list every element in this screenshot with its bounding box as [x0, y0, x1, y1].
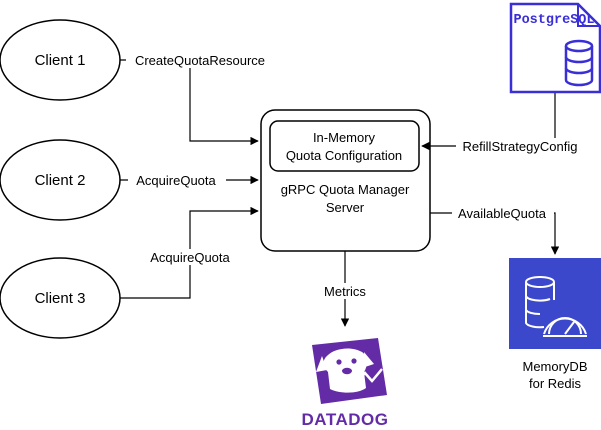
available-quota-label: AvailableQuota — [458, 206, 547, 221]
quota-configuration-label: Quota Configuration — [286, 148, 402, 163]
metrics-label: Metrics — [324, 284, 366, 299]
memorydb-label-line1: MemoryDB — [522, 359, 587, 374]
datadog-node: DATADOG — [302, 338, 389, 429]
postgresql-label: PostgreSQL — [513, 13, 594, 28]
client-3-node: Client 3 — [0, 257, 121, 339]
server-title-line1: gRPC Quota Manager — [281, 182, 410, 197]
edge-metrics: Metrics — [318, 251, 372, 327]
grpc-server-node: In-Memory Quota Configuration gRPC Quota… — [260, 109, 431, 252]
client-2-label: Client 2 — [35, 172, 86, 189]
refill-strategy-config-label: RefillStrategyConfig — [463, 139, 578, 154]
database-cylinder-icon — [564, 39, 594, 87]
edge-acquire-quota-client2: AcquireQuota — [120, 172, 259, 188]
server-title-line2: Server — [326, 200, 365, 215]
client-3-label: Client 3 — [35, 290, 86, 307]
edge-acquire-quota-client3: AcquireQuota — [120, 206, 259, 299]
client-1-label: Client 1 — [35, 52, 86, 69]
edge-available-quota: AvailableQuota — [430, 205, 560, 255]
in-memory-config-box — [269, 120, 420, 172]
client-2-node: Client 2 — [0, 139, 121, 221]
edge-refill-strategy-config: RefillStrategyConfig — [421, 92, 584, 154]
acquire-quota-client2-label: AcquireQuota — [136, 173, 216, 188]
client-1-node: Client 1 — [0, 19, 121, 101]
datadog-dog-icon — [312, 338, 387, 404]
acquire-quota-client3-label: AcquireQuota — [150, 250, 230, 265]
memorydb-node: MemoryDB for Redis — [509, 258, 601, 391]
edge-create-quota-resource: CreateQuotaResource — [120, 52, 274, 146]
memorydb-label-line2: for Redis — [529, 376, 582, 391]
memorydb-icon — [525, 276, 587, 337]
in-memory-label: In-Memory — [313, 130, 376, 145]
postgresql-node: PostgreSQL — [509, 2, 601, 94]
datadog-wordmark: DATADOG — [302, 410, 389, 429]
create-quota-resource-label: CreateQuotaResource — [135, 53, 265, 68]
